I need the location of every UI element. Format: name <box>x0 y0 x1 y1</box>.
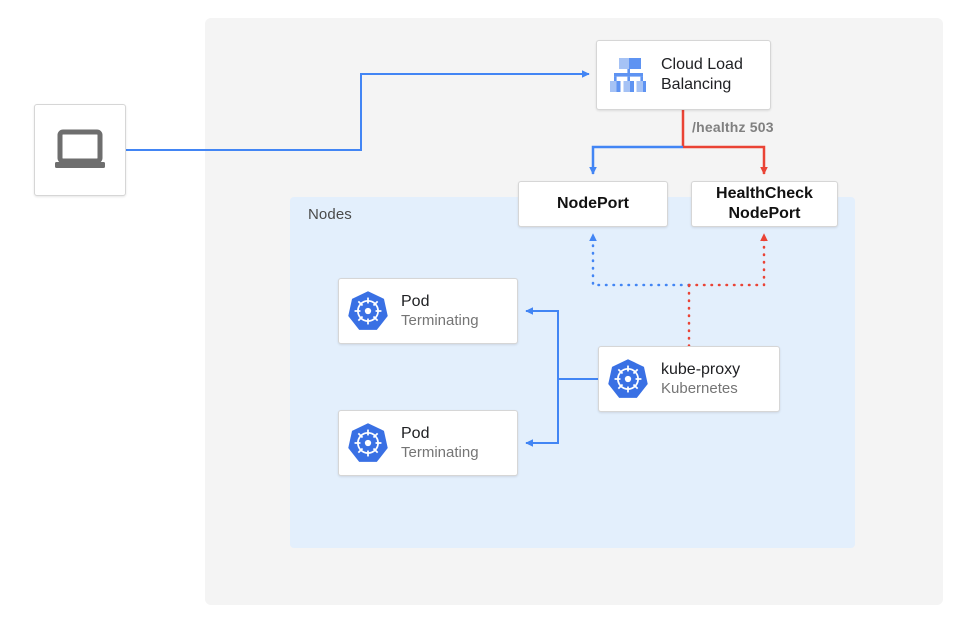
pod-1-title: Pod <box>401 293 430 311</box>
cloud-load-balancing-node[interactable]: Cloud Load Balancing <box>596 40 771 110</box>
kube-proxy-node[interactable]: kube-proxy Kubernetes <box>598 346 780 412</box>
pod-2-title: Pod <box>401 425 430 443</box>
nodeport-node[interactable]: NodePort <box>518 181 668 227</box>
healthz-edge-label: /healthz 503 <box>692 119 774 135</box>
cloud-load-balancing-icon <box>607 55 649 95</box>
kubernetes-icon <box>607 358 649 400</box>
kube-proxy-subtitle: Kubernetes <box>661 379 738 397</box>
kube-proxy-title: kube-proxy <box>661 361 741 379</box>
pod-node-1[interactable]: Pod Terminating <box>338 278 518 344</box>
healthcheck-nodeport-label: HealthCheck <box>716 185 813 203</box>
pod-2-subtitle: Terminating <box>401 443 479 461</box>
client-node[interactable] <box>34 104 126 196</box>
healthcheck-nodeport-node[interactable]: HealthCheck NodePort <box>691 181 838 227</box>
nodeport-label: NodePort <box>557 195 629 213</box>
nodes-panel-label: Nodes <box>308 206 352 223</box>
healthcheck-nodeport-label-line2: NodePort <box>728 205 801 222</box>
laptop-icon <box>54 129 106 171</box>
pod-node-2[interactable]: Pod Terminating <box>338 410 518 476</box>
cloud-load-balancing-title: Cloud Load <box>661 56 743 74</box>
kubernetes-icon <box>347 290 389 332</box>
cloud-load-balancing-title-line2: Balancing <box>661 76 732 93</box>
pod-1-subtitle: Terminating <box>401 311 479 329</box>
kubernetes-icon <box>347 422 389 464</box>
